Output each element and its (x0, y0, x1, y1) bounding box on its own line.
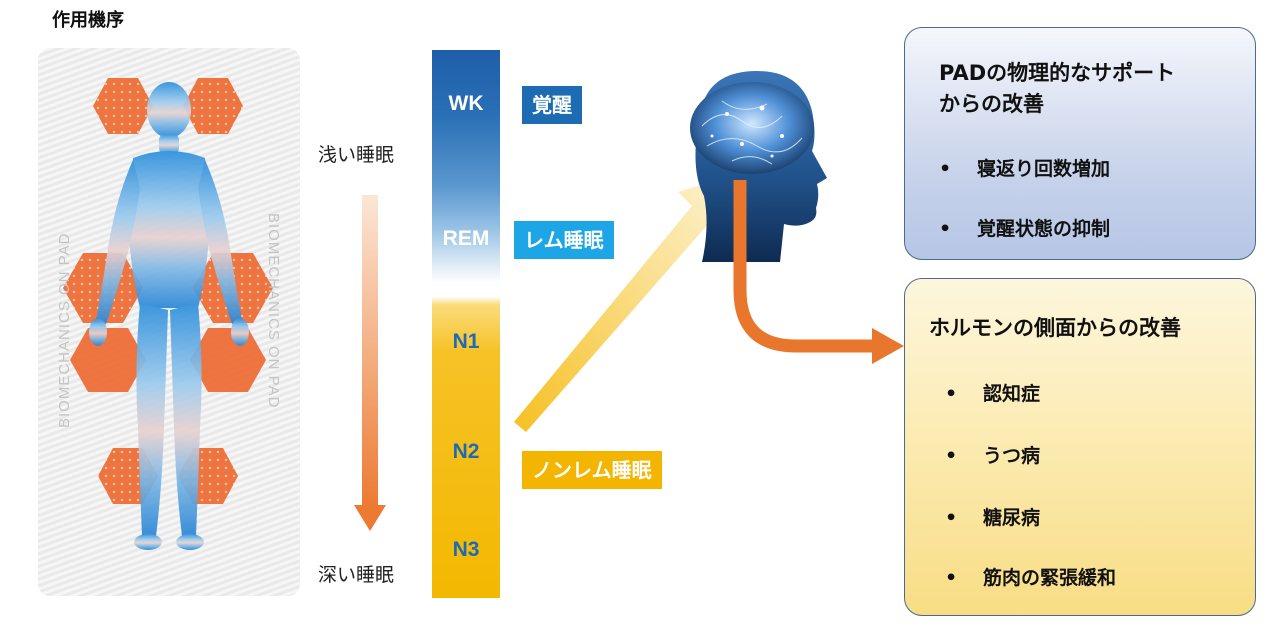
page-title: 作用機序 (52, 10, 124, 31)
rem-tag: レム睡眠 (514, 221, 614, 259)
list-item: • 覚醒状態の抑制 (939, 214, 1110, 241)
physical-support-title: PADの物理的なサポート からの改善 (939, 58, 1175, 120)
list-item: • 認知症 (945, 379, 1040, 406)
bullet-icon: • (945, 445, 958, 467)
pad-illustration: BIOMECHANICS ON PAD BIOMECHANICS ON PAD (38, 48, 300, 596)
physical-support-title-line1: PADの物理的なサポート (939, 61, 1176, 85)
deep-sleep-label: 深い睡眠 (318, 564, 395, 586)
bullet-icon: • (939, 158, 952, 180)
list-item-label: 覚醒状態の抑制 (977, 218, 1111, 240)
list-item-label: 認知症 (983, 383, 1041, 405)
n2-to-brain-arrow (514, 174, 736, 432)
list-item-label: うつ病 (983, 445, 1041, 467)
hormone-box-title: ホルモンの側面からの改善 (929, 316, 1181, 340)
brain-head-illustration (690, 71, 827, 262)
brain-to-hormone-arrow (733, 180, 904, 364)
stage-n3: N3 (452, 538, 480, 561)
depth-arrow (354, 195, 386, 531)
shallow-sleep-label: 浅い睡眠 (318, 144, 395, 166)
nrem-tag: ノンレム睡眠 (522, 451, 662, 489)
physical-support-title-line2: からの改善 (939, 92, 1044, 116)
list-item-label: 糖尿病 (983, 507, 1041, 529)
stage-wk: WK (448, 92, 484, 115)
bullet-icon: • (945, 383, 958, 405)
list-item-label: 寝返り回数増加 (977, 158, 1111, 180)
pad-watermark-left: BIOMECHANICS ON PAD (56, 232, 73, 428)
physical-support-box: PADの物理的なサポート からの改善 • 寝返り回数増加 • 覚醒状態の抑制 (904, 27, 1256, 260)
wake-tag: 覚醒 (522, 86, 582, 124)
list-item: • うつ病 (945, 441, 1040, 468)
stage-n1: N1 (452, 330, 480, 353)
hormone-box: ホルモンの側面からの改善 • 認知症 • うつ病 • 糖尿病 • 筋肉の緊張緩和 (904, 278, 1256, 616)
sleep-stage-bar: WK REM N1 N2 N3 (432, 50, 500, 598)
list-item-label: 筋肉の緊張緩和 (983, 567, 1117, 589)
bullet-icon: • (945, 507, 958, 529)
bullet-icon: • (939, 218, 952, 240)
pad-watermark-right: BIOMECHANICS ON PAD (265, 213, 282, 409)
body-on-pad-figure (63, 78, 273, 550)
list-item: • 糖尿病 (945, 503, 1040, 530)
bullet-icon: • (945, 567, 958, 589)
stage-rem: REM (442, 227, 490, 250)
list-item: • 寝返り回数増加 (939, 154, 1110, 181)
stage-n2: N2 (452, 440, 480, 463)
list-item: • 筋肉の緊張緩和 (945, 563, 1116, 590)
